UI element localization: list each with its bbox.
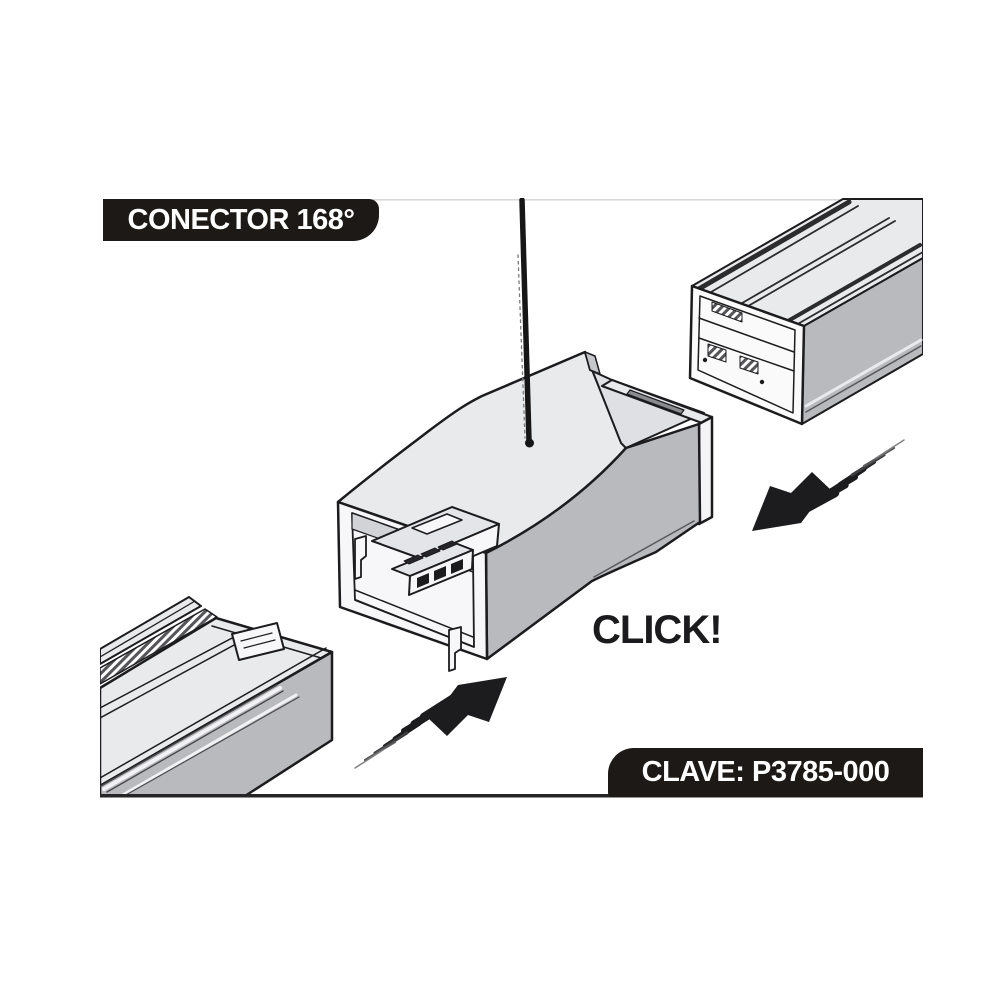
part-number-badge: CLAVE: P3785-000: [608, 748, 923, 797]
speed-lines-right: [786, 439, 905, 522]
frame-bottom-border: [100, 794, 923, 798]
connector-plug-slot: [411, 513, 463, 535]
connector-notch-step: [584, 351, 601, 375]
motion-arrow-toward-connector-left: [354, 677, 507, 769]
contact-slot: [434, 566, 446, 581]
rail-slot-opening: [231, 622, 285, 661]
contact-slot: [451, 559, 463, 574]
contact-slot: [417, 573, 429, 588]
connector-front-face: [484, 422, 702, 661]
motion-arrow-toward-connector-right: [752, 439, 905, 531]
title-badge: CONECTOR 168°: [103, 199, 379, 241]
speed-lines-left: [354, 684, 473, 769]
frame-top-border: [103, 199, 923, 201]
track-rail-top-right: [688, 198, 923, 426]
suspension-cable: [517, 198, 534, 448]
connector-latch-right: [448, 626, 462, 672]
click-annotation: CLICK!: [592, 608, 723, 652]
connector-latch-left: [354, 535, 367, 580]
track-rail-bottom-left: [100, 596, 334, 798]
track-connector-body: [336, 350, 714, 672]
